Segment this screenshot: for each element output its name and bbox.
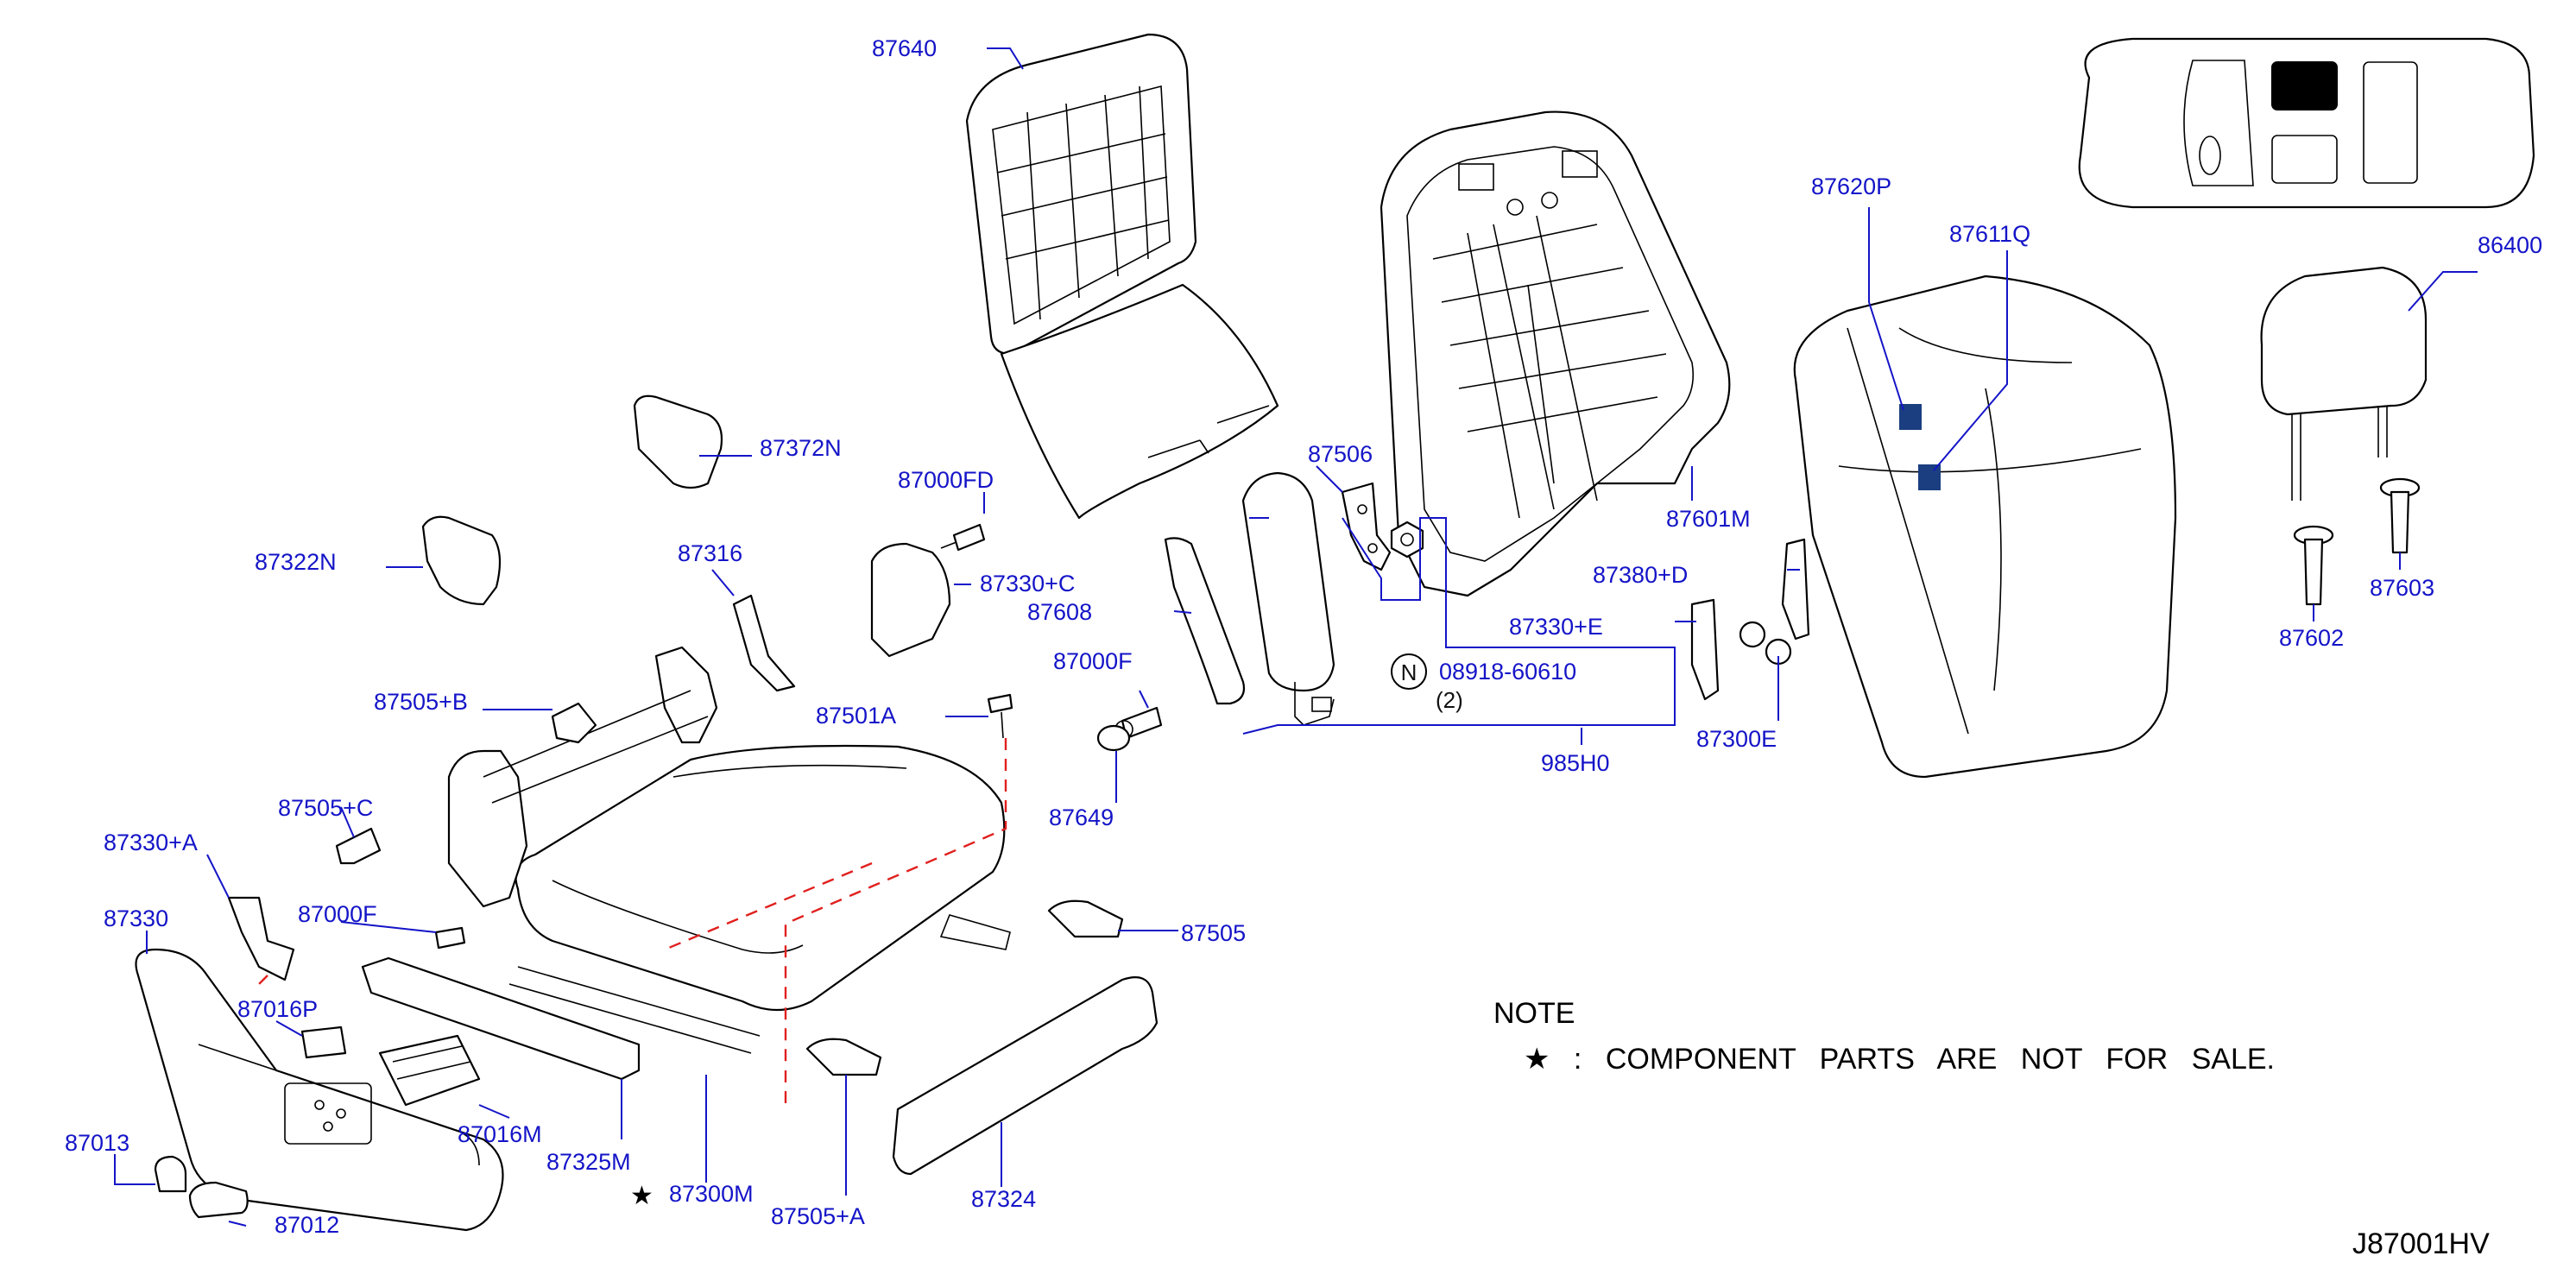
hex-nut <box>1390 521 1424 558</box>
label-87649[interactable]: 87649 <box>1049 805 1114 830</box>
power-seat-switch <box>378 1034 481 1107</box>
label-87000FD[interactable]: 87000FD <box>898 467 994 493</box>
bolt-fd <box>940 523 986 552</box>
label-87325M[interactable]: 87325M <box>546 1149 631 1175</box>
cushion-clip-b <box>551 702 597 744</box>
label-87505C[interactable]: 87505+C <box>278 795 373 821</box>
bolt-cap <box>1096 724 1131 752</box>
cushion-bolt <box>987 693 1013 739</box>
label-87505B[interactable]: 87505+B <box>374 689 468 715</box>
note-text: ★ : COMPONENT PARTS ARE NOT FOR SALE. <box>1524 1043 2275 1076</box>
shield-bracket <box>227 896 295 981</box>
leader-lines <box>114 47 2478 1227</box>
front-cushion-finisher <box>892 976 1159 1176</box>
label-87016P[interactable]: 87016P <box>237 996 318 1022</box>
headrest-guide-free <box>2293 525 2334 606</box>
label-86400[interactable]: 86400 <box>2478 232 2542 258</box>
headrest-guide-lock <box>2379 477 2421 554</box>
nut-quantity: (2) <box>1436 687 1463 713</box>
side-airbag-module <box>1241 471 1335 726</box>
label-87316[interactable]: 87316 <box>678 540 742 566</box>
label-87603[interactable]: 87603 <box>2370 575 2434 601</box>
label-87602[interactable]: 87602 <box>2279 625 2344 651</box>
note-heading: NOTE <box>1493 997 1575 1030</box>
seat-cushion <box>515 744 1006 1012</box>
nut-symbol-icon: N <box>1391 653 1427 690</box>
label-87608[interactable]: 87608 <box>1027 599 1092 625</box>
label-87380D[interactable]: 87380+D <box>1593 562 1688 588</box>
label-87501A[interactable]: 87501A <box>816 703 896 729</box>
label-87322N[interactable]: 87322N <box>255 549 337 575</box>
nut-symbol-letter: N <box>1401 659 1417 685</box>
label-87330E[interactable]: 87330+E <box>1509 614 1603 640</box>
label-87300E[interactable]: 87300E <box>1696 726 1777 752</box>
assembly-reference-lines <box>258 738 1007 1105</box>
power-seat-switch-knob <box>300 1025 347 1059</box>
headrest <box>2260 266 2428 501</box>
seat-back-cushion-cover <box>1793 274 2177 779</box>
recline-knob <box>154 1155 187 1193</box>
seat-back-frame <box>1380 110 1731 597</box>
label-87505A[interactable]: 87505+A <box>771 1203 865 1229</box>
not-for-sale-star-icon: ★ <box>630 1181 653 1211</box>
label-87611Q[interactable]: 87611Q <box>1949 221 2030 247</box>
back-side-cover-n <box>421 515 502 606</box>
cushion-trim-cap-a <box>805 1038 882 1076</box>
label-87013[interactable]: 87013 <box>65 1130 129 1156</box>
car-locator-icon <box>2078 37 2535 209</box>
back-side-trim-d <box>1781 538 1810 640</box>
label-87016M[interactable]: 87016M <box>458 1121 542 1147</box>
lift-lever-knob <box>188 1181 249 1219</box>
label-87601M[interactable]: 87601M <box>1666 506 1751 532</box>
seat-back-board <box>965 33 1279 520</box>
airbag-bracket <box>1341 482 1392 571</box>
label-87505[interactable]: 87505 <box>1181 920 1246 946</box>
cushion-clip-c <box>335 827 382 865</box>
label-87330[interactable]: 87330 <box>104 906 168 931</box>
inner-slide-cover <box>361 956 641 1081</box>
label-08918-60610[interactable]: 08918-60610 <box>1439 659 1576 685</box>
label-87000F-lower[interactable]: 87000F <box>298 901 377 927</box>
label-87330C[interactable]: 87330+C <box>980 571 1075 596</box>
back-side-shield-e <box>1690 598 1720 701</box>
label-87640[interactable]: 87640 <box>872 35 937 61</box>
back-lower-cover-n <box>633 394 723 489</box>
bolt-f-lower <box>434 926 466 950</box>
seat-cushion-frame <box>447 646 1011 1054</box>
label-87300M[interactable]: 87300M <box>669 1181 754 1207</box>
back-side-shield-c <box>870 542 951 658</box>
trim-clip-e <box>1739 621 1792 666</box>
label-87000F-upper[interactable]: 87000F <box>1053 648 1133 674</box>
label-87506[interactable]: 87506 <box>1308 441 1373 467</box>
label-87372N[interactable]: 87372N <box>760 435 842 461</box>
seat-back-side-trim <box>1164 537 1246 705</box>
label-87324[interactable]: 87324 <box>971 1186 1036 1212</box>
cushion-trim-cap <box>1047 899 1124 938</box>
label-87620P[interactable]: 87620P <box>1811 174 1891 199</box>
label-87012[interactable]: 87012 <box>275 1212 339 1238</box>
label-985H0[interactable]: 985H0 <box>1541 750 1610 776</box>
cushion-hook <box>732 594 796 692</box>
drawing-code: J87001HV <box>2352 1227 2490 1260</box>
label-87330A[interactable]: 87330+A <box>104 830 198 855</box>
